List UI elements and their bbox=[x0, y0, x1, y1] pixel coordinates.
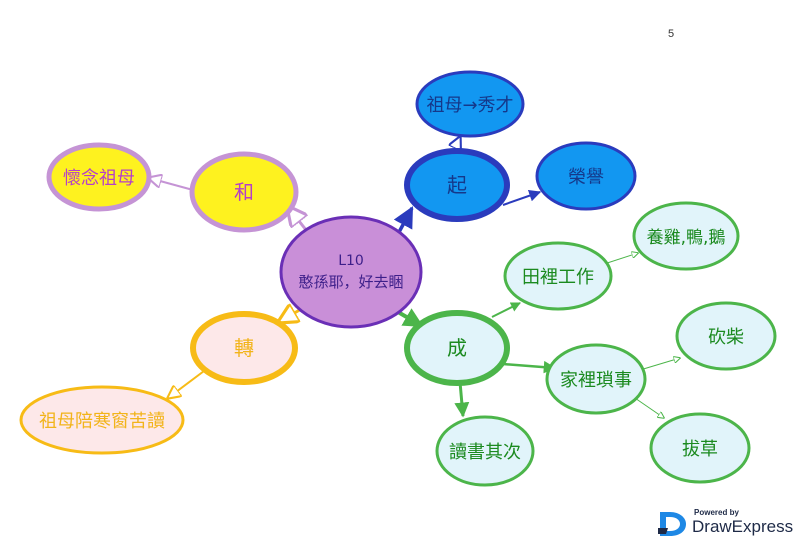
field-work-label: 田裡工作 bbox=[522, 267, 594, 288]
qi-label: 起 bbox=[447, 173, 467, 197]
honor-label: 榮譽 bbox=[568, 167, 604, 188]
edge-cheng-housework bbox=[502, 360, 557, 374]
node-cheng[interactable]: 成 bbox=[404, 310, 510, 386]
powered-by-label: Powered by bbox=[694, 508, 739, 517]
grandma-scholar-label: 祖母→秀才 bbox=[426, 95, 513, 116]
node-study[interactable]: 讀書其次 bbox=[435, 415, 535, 487]
node-he[interactable]: 和 bbox=[189, 151, 299, 233]
drawexpress-branding: Powered by DrawExpress bbox=[656, 506, 796, 540]
housework-label: 家裡瑣事 bbox=[560, 370, 632, 391]
edge-qi-honor bbox=[502, 189, 542, 206]
node-zhuan[interactable]: 轉 bbox=[190, 311, 298, 385]
edge-center-qi bbox=[393, 206, 414, 235]
chop-wood-label: 砍柴 bbox=[708, 327, 744, 348]
center-line1: L10 bbox=[338, 253, 364, 269]
node-honor[interactable]: 榮譽 bbox=[535, 141, 637, 211]
node-housework[interactable]: 家裡瑣事 bbox=[545, 343, 647, 415]
page-number: 5 bbox=[668, 28, 675, 40]
drawexpress-logo-icon bbox=[658, 512, 686, 536]
poultry-label: 養雞,鴨,鵝 bbox=[647, 228, 726, 248]
node-chop-wood[interactable]: 砍柴 bbox=[675, 301, 777, 371]
he-label: 和 bbox=[234, 180, 254, 204]
weeding-label: 拔草 bbox=[682, 439, 718, 460]
zhuan-label: 轉 bbox=[234, 336, 254, 360]
node-weeding[interactable]: 拔草 bbox=[649, 412, 751, 484]
node-grandma-scholar[interactable]: 祖母→秀才 bbox=[415, 70, 525, 138]
edge-housework-chop-wood bbox=[639, 358, 680, 371]
node-qi[interactable]: 起 bbox=[404, 148, 510, 222]
edge-he-miss-grandma bbox=[149, 178, 194, 191]
node-center[interactable]: L10 憨孫耶，好去睏 bbox=[279, 215, 423, 329]
node-grandma-company[interactable]: 祖母陪寒窗苦讀 bbox=[19, 385, 185, 455]
study-label: 讀書其次 bbox=[449, 442, 521, 463]
connectors bbox=[149, 137, 680, 418]
edge-zhuan-grandma-company bbox=[168, 367, 209, 398]
node-field-work[interactable]: 田裡工作 bbox=[503, 241, 613, 311]
edge-cheng-study bbox=[454, 381, 470, 418]
grandma-company-label: 祖母陪寒窗苦讀 bbox=[39, 411, 165, 432]
miss-grandma-label: 懷念祖母 bbox=[63, 167, 135, 189]
node-miss-grandma[interactable]: 懷念祖母 bbox=[46, 142, 152, 212]
edge-cheng-field-work bbox=[491, 302, 521, 318]
center-line2: 憨孫耶，好去睏 bbox=[298, 273, 403, 291]
edge-housework-weeding bbox=[631, 395, 664, 418]
cheng-label: 成 bbox=[447, 336, 467, 360]
node-poultry[interactable]: 養雞,鴨,鵝 bbox=[632, 201, 740, 271]
brand-name: DrawExpress bbox=[692, 517, 794, 536]
